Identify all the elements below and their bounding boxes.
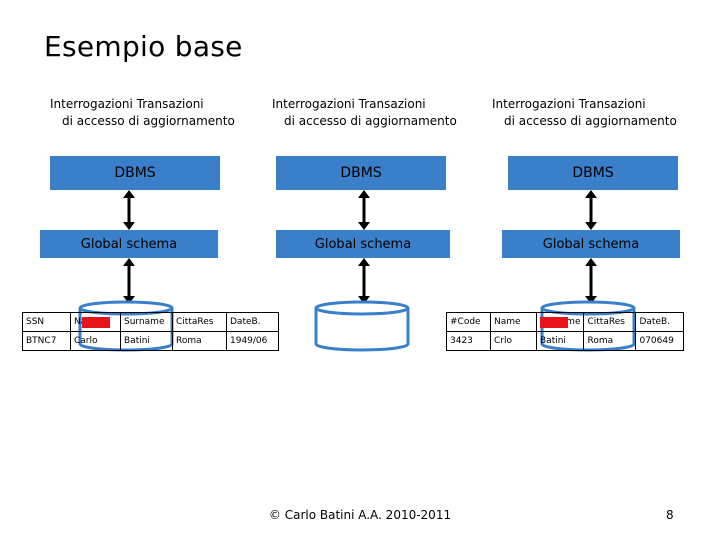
table-cell: Roma — [172, 331, 227, 351]
slide-footer: © Carlo Batini A.A. 2010-2011 — [268, 508, 452, 522]
table-header-cell: CittaRes — [583, 312, 637, 332]
relation-table-left: SSN Name Surname CittaRes DateB. BTNC7 C… — [22, 312, 279, 351]
operations-label-2: Interrogazioni Transazioni di accesso di… — [272, 96, 457, 130]
operations-line-1: Interrogazioni Transazioni — [50, 97, 204, 111]
dbms-schema-arrow-2 — [358, 190, 370, 230]
table-header-cell: CittaRes — [172, 312, 227, 332]
red-marker-right — [540, 317, 568, 328]
table-header-cell: DateB. — [635, 312, 685, 332]
operations-line-2: di accesso di aggiornamento — [504, 114, 677, 128]
operations-line-2: di accesso di aggiornamento — [284, 114, 457, 128]
operations-line-1: Interrogazioni Transazioni — [272, 97, 426, 111]
slide-title: Esempio base — [44, 30, 243, 63]
global-schema-box-1: Global schema — [40, 230, 218, 258]
table-header-cell: DateB. — [226, 312, 279, 332]
table-cell: 1949/06 — [226, 331, 279, 351]
table-cell: BTNC7 — [22, 331, 71, 351]
table-row: 3423 Crlo Batini Roma 070649 — [446, 331, 685, 351]
table-cell: 070649 — [635, 331, 685, 351]
table-cell: 3423 — [446, 331, 491, 351]
schema-db-arrow-2 — [358, 258, 370, 304]
page-number: 8 — [666, 508, 674, 522]
operations-label-1: Interrogazioni Transazioni di accesso di… — [50, 96, 235, 130]
red-marker-left — [82, 317, 110, 328]
table-cell: Crlo — [490, 331, 537, 351]
global-schema-box-2: Global schema — [276, 230, 450, 258]
table-header-cell: #Code — [446, 312, 491, 332]
table-row: BTNC7 Carlo Batini Roma 1949/06 — [22, 331, 279, 351]
schema-db-arrow-1 — [123, 258, 135, 304]
table-header-row: SSN Name Surname CittaRes DateB. — [22, 312, 279, 332]
dbms-box-1: DBMS — [50, 156, 220, 190]
dbms-schema-arrow-1 — [123, 190, 135, 230]
table-cell: Batini — [120, 331, 173, 351]
table-header-cell: Surname — [120, 312, 173, 332]
table-header-cell: SSN — [22, 312, 71, 332]
table-cell: Carlo — [70, 331, 121, 351]
table-cell: Roma — [583, 331, 637, 351]
dbms-box-3: DBMS — [508, 156, 678, 190]
table-cell: Batini — [535, 331, 585, 351]
table-header-cell: Name — [490, 312, 537, 332]
dbms-box-2: DBMS — [276, 156, 446, 190]
operations-label-3: Interrogazioni Transazioni di accesso di… — [492, 96, 677, 130]
global-schema-box-3: Global schema — [502, 230, 680, 258]
operations-line-1: Interrogazioni Transazioni — [492, 97, 646, 111]
schema-db-arrow-3 — [585, 258, 597, 304]
database-cylinder-2 — [314, 300, 410, 356]
dbms-schema-arrow-3 — [585, 190, 597, 230]
operations-line-2: di accesso di aggiornamento — [62, 114, 235, 128]
